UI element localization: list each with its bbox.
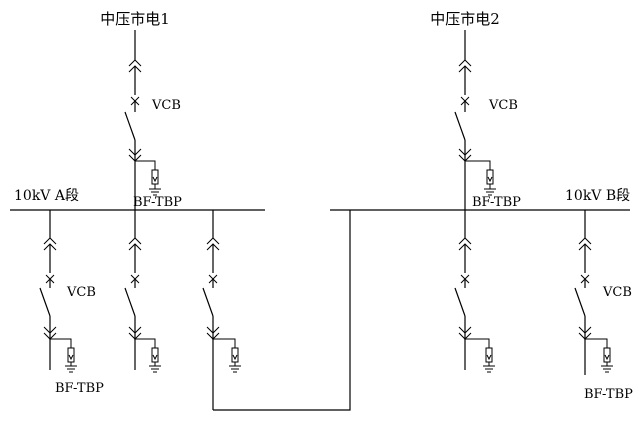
incoming-feeder-2: VCB BF-TBP — [454, 30, 521, 210]
ground-icon — [483, 365, 495, 373]
ground-icon — [149, 188, 161, 196]
vcb-label: VCB — [602, 285, 632, 300]
plug-connector-icon — [128, 148, 142, 156]
breaker-switch-icon — [454, 111, 466, 141]
plug-connector-icon — [458, 237, 472, 245]
outgoing-feeder-a1: VCB BF-TBP — [39, 210, 104, 396]
vcb-label: VCB — [66, 285, 96, 300]
bf-tbp-label: BF-TBP — [584, 387, 633, 402]
ground-icon — [229, 365, 241, 373]
source-1-label: 中压市电1 — [100, 10, 170, 28]
ground-icon — [484, 188, 496, 196]
plug-connector-icon — [458, 59, 472, 67]
breaker-switch-icon — [39, 287, 51, 317]
plug-connector-icon — [43, 326, 57, 334]
plug-connector-icon — [578, 237, 592, 245]
bf-tbp-label: BF-TBP — [55, 381, 104, 396]
bus-a-label: 10kV A段 — [14, 188, 79, 204]
vcb-label: VCB — [151, 98, 181, 113]
plug-connector-icon — [578, 326, 592, 334]
plug-connector-icon — [128, 237, 142, 245]
breaker-switch-icon — [124, 287, 136, 317]
bf-tbp-label: BF-TBP — [133, 195, 182, 210]
breaker-switch-icon — [574, 287, 586, 317]
ground-icon — [65, 365, 77, 373]
bus-tie-cable — [213, 210, 351, 411]
breaker-switch-icon — [124, 111, 136, 141]
outgoing-feeder-a2 — [124, 210, 161, 373]
ground-icon — [149, 365, 161, 373]
breaker-switch-icon — [454, 287, 466, 317]
tie-feeder-a — [202, 210, 241, 410]
plug-connector-icon — [458, 326, 472, 334]
source-2-label: 中压市电2 — [430, 10, 500, 28]
bf-tbp-label: BF-TBP — [472, 195, 521, 210]
bus-b-label: 10kV B段 — [565, 188, 630, 204]
plug-connector-icon — [128, 326, 142, 334]
plug-connector-icon — [458, 148, 472, 156]
plug-connector-icon — [206, 326, 220, 334]
plug-connector-icon — [128, 59, 142, 67]
outgoing-feeder-b1 — [454, 210, 495, 373]
vcb-label: VCB — [488, 98, 518, 113]
plug-connector-icon — [43, 237, 57, 245]
plug-connector-icon — [206, 237, 220, 245]
breaker-switch-icon — [202, 287, 214, 317]
ground-icon — [601, 365, 613, 373]
outgoing-feeder-b2: VCB BF-TBP — [574, 210, 633, 402]
incoming-feeder-1: VCB BF-TBP — [124, 30, 182, 210]
